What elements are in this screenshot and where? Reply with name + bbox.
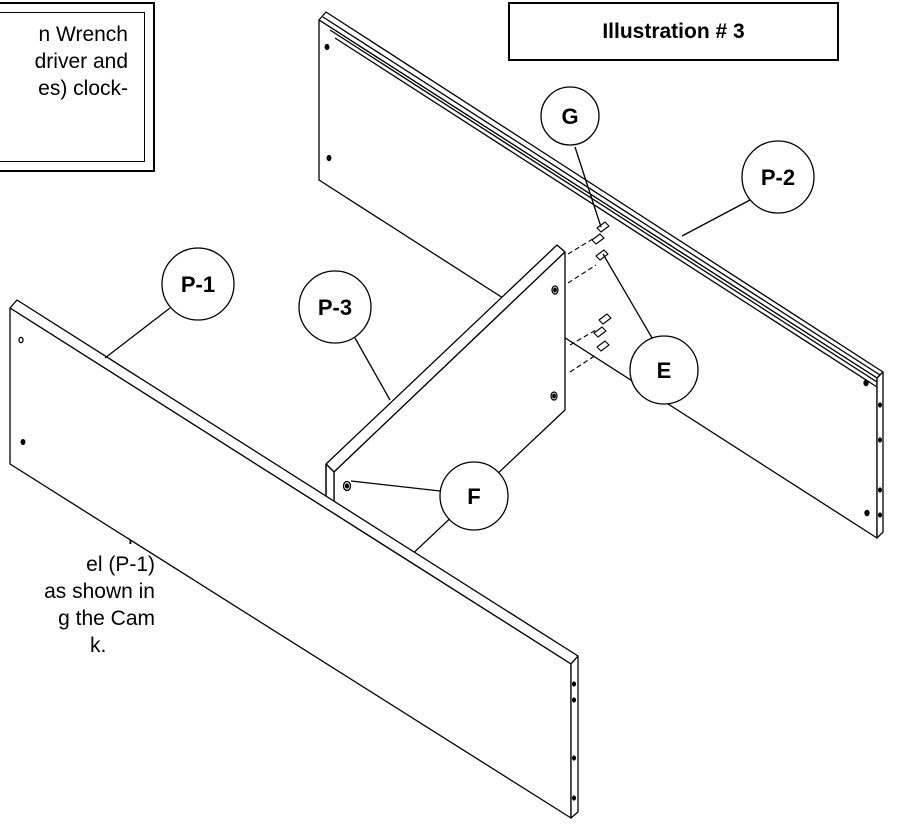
callout-p1: P-1 [161, 247, 235, 321]
callout-g: G [540, 86, 600, 146]
step-line-3: as shown in [44, 580, 155, 603]
note-inner-border [0, 12, 145, 162]
instruction-note-box [0, 2, 155, 172]
panel-p1 [9, 299, 579, 819]
instruction-note-text: n Wrench driver and es) clock- [0, 21, 128, 102]
step-line-5: k. [90, 634, 107, 657]
callout-g-label: G [561, 104, 578, 129]
callout-p3-label: P-3 [318, 295, 352, 320]
step-line-4: g the Cam [58, 607, 155, 630]
callout-p2-label: P-2 [761, 165, 795, 190]
note-line-3: es) clock- [38, 77, 128, 100]
callout-e: E [629, 335, 699, 405]
illustration-title-box: Illustration # 3 [508, 2, 839, 61]
panel-p2 [318, 11, 884, 539]
callout-f: F [439, 461, 509, 531]
step-line-2: el (P-1) [86, 553, 155, 576]
callout-p2: P-2 [741, 140, 815, 214]
callout-p3: P-3 [298, 270, 372, 344]
hardware-pieces [567, 221, 612, 373]
illustration-title: Illustration # 3 [602, 19, 745, 43]
note-line-2: driver and [34, 50, 128, 73]
callout-e-label: E [657, 358, 672, 383]
callout-p1-label: P-1 [181, 272, 215, 297]
note-line-1: n Wrench [38, 23, 129, 46]
callout-f-label: F [467, 484, 480, 509]
